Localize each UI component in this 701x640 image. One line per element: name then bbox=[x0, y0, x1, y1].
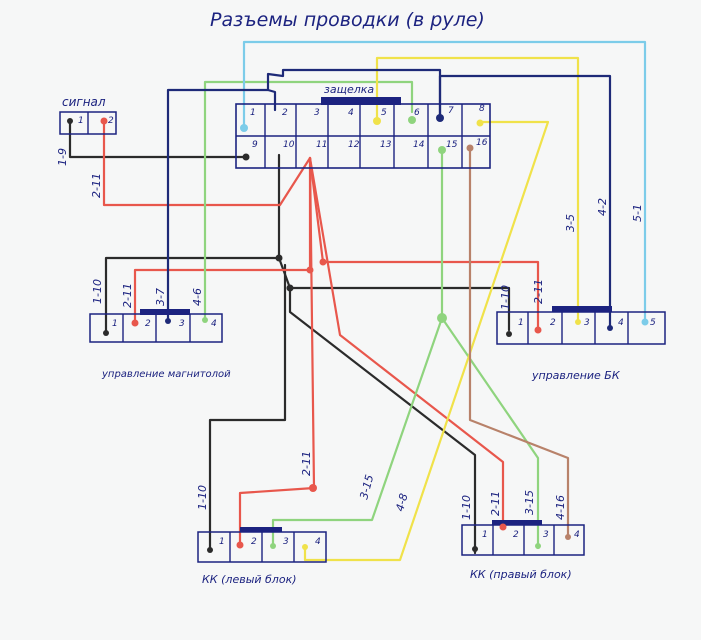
label-kkr-1-10: 1-10 bbox=[460, 495, 473, 520]
main-pin-15: 15 bbox=[446, 140, 458, 150]
wire-black-pin10-to-kkl1 bbox=[208, 263, 287, 552]
kkr-pin-2: 2 bbox=[513, 530, 519, 540]
main-pin-5: 5 bbox=[381, 108, 387, 118]
wire-green-pin6-to-mag4 bbox=[203, 80, 414, 320]
label-sig-2-11: 2-11 bbox=[90, 173, 103, 198]
radio-control-connector: 1 2 3 4 управление магнитолой bbox=[89, 309, 231, 380]
label-bk-3-5: 3-5 bbox=[564, 214, 577, 232]
kkl-pin-2: 2 bbox=[251, 537, 257, 547]
wire-red-signal-to-pin11 bbox=[102, 118, 312, 207]
label-bk-5-1: 5-1 bbox=[631, 204, 644, 222]
main-pin-10: 10 bbox=[283, 140, 295, 150]
kkr-label: КК (правый блок) bbox=[470, 568, 572, 581]
bk-latch-bar bbox=[552, 306, 612, 312]
junction-dots bbox=[275, 254, 447, 492]
mag-pin-1: 1 bbox=[112, 319, 118, 329]
mag-label: управление магнитолой bbox=[101, 369, 231, 380]
main-pin-13: 13 bbox=[380, 140, 392, 150]
kk-left-connector: 1 2 3 4 КК (левый блок) bbox=[197, 527, 327, 586]
label-kkl-4-8: 4-8 bbox=[393, 492, 410, 513]
wire-navy-pin7-to-bk4 bbox=[438, 74, 612, 328]
bk-label: управление БК bbox=[531, 369, 621, 382]
main-pin-14: 14 bbox=[413, 140, 425, 150]
kkr-pin-4: 4 bbox=[574, 530, 580, 540]
wire-black-pin10-to-kkr1 bbox=[288, 286, 477, 555]
signal-pin-1: 1 bbox=[78, 116, 84, 126]
label-kkl-1-10: 1-10 bbox=[196, 485, 209, 510]
bk-pin-1: 1 bbox=[518, 318, 524, 328]
kkr-connector-body bbox=[461, 524, 585, 556]
label-bk-1-10: 1-10 bbox=[499, 285, 512, 310]
diagram-title: Разъемы проводки (в руле) bbox=[210, 9, 485, 31]
mag-pin-3: 3 bbox=[179, 319, 185, 329]
main-pin-11: 11 bbox=[316, 140, 327, 150]
label-kkl-2-11: 2-11 bbox=[300, 451, 313, 476]
main-latch-label: защелка bbox=[324, 83, 374, 96]
main-connector: защелка 1 2 3 4 5 6 7 8 9 10 11 12 13 14… bbox=[235, 83, 491, 169]
mag-latch-bar bbox=[140, 309, 190, 315]
label-mag-2-11: 2-11 bbox=[121, 283, 134, 308]
wire-labels: 1-9 2-11 1-10 2-11 3-7 4-6 1-10 2-11 3-5… bbox=[56, 148, 644, 520]
main-column-dividers bbox=[264, 104, 463, 168]
wire-yellow-pin8-to-kkr4 bbox=[303, 120, 550, 562]
bk-pin-5: 5 bbox=[650, 318, 656, 328]
bk-pin-4: 4 bbox=[618, 318, 624, 328]
main-pin-7: 7 bbox=[448, 106, 454, 116]
bk-control-connector: 1 2 3 4 5 управление БК bbox=[496, 306, 666, 382]
main-pin-8: 8 bbox=[479, 104, 485, 114]
wire-black-pin10-to-mag1 bbox=[104, 153, 281, 334]
main-pin-12: 12 bbox=[348, 140, 360, 150]
kkl-pin-3: 3 bbox=[283, 537, 289, 547]
label-bk-4-2: 4-2 bbox=[596, 198, 609, 216]
label-bk-2-11: 2-11 bbox=[532, 279, 545, 304]
kkl-label: КК (левый блок) bbox=[202, 573, 297, 586]
label-mag-4-6: 4-6 bbox=[191, 288, 204, 306]
wire-navy-pin7-to-mag3 bbox=[166, 68, 442, 320]
main-latch-bar bbox=[321, 97, 401, 105]
label-kkr-3-15: 3-15 bbox=[523, 490, 536, 515]
kkl-latch-bar bbox=[240, 527, 282, 532]
kkr-pin-1: 1 bbox=[482, 530, 488, 540]
main-pin-9: 9 bbox=[252, 140, 258, 150]
label-kkl-3-15: 3-15 bbox=[357, 473, 376, 500]
kkl-pin-4: 4 bbox=[315, 537, 321, 547]
wire-brown-pin16-to-kkr4 bbox=[468, 146, 570, 537]
mag-pin-4: 4 bbox=[211, 319, 217, 329]
bk-connector-body bbox=[496, 311, 666, 345]
signal-label: сигнал bbox=[62, 95, 106, 109]
kkr-latch-bar bbox=[492, 520, 542, 525]
main-pin-3: 3 bbox=[314, 108, 320, 118]
signal-connector: сигнал 1 2 bbox=[59, 95, 117, 135]
kk-right-connector: 1 2 3 4 КК (правый блок) bbox=[461, 520, 585, 581]
bk-pin-3: 3 bbox=[584, 318, 590, 328]
label-kkr-2-11: 2-11 bbox=[489, 491, 502, 516]
kkl-pin-1: 1 bbox=[219, 537, 225, 547]
wire-green-pin15-to-kkr3 bbox=[440, 316, 540, 550]
wire-blue-pin1-to-bk5 bbox=[242, 40, 647, 322]
main-pin-1: 1 bbox=[250, 108, 256, 118]
main-pin-numbers: 1 2 3 4 5 6 7 8 9 10 11 12 13 14 15 16 bbox=[250, 104, 488, 150]
kkr-pin-3: 3 bbox=[543, 530, 549, 540]
wire-red-pin11-to-kkl2 bbox=[238, 156, 316, 547]
label-sig-1-9: 1-9 bbox=[56, 148, 69, 166]
main-pin-4: 4 bbox=[348, 108, 354, 118]
label-mag-1-10: 1-10 bbox=[91, 279, 104, 304]
main-pin-dots bbox=[240, 114, 484, 161]
wire-red-pin11-to-kkr2 bbox=[308, 156, 505, 529]
signal-pin-2: 2 bbox=[108, 116, 114, 126]
wire-yellow-pin5-to-bk3 bbox=[375, 56, 580, 322]
wire-red-pin11-to-bk2 bbox=[308, 156, 540, 330]
label-mag-3-7: 3-7 bbox=[154, 288, 167, 306]
main-pin-16: 16 bbox=[476, 138, 488, 148]
main-pin-6: 6 bbox=[414, 108, 420, 118]
main-pin-2: 2 bbox=[282, 108, 288, 118]
wires bbox=[68, 40, 647, 562]
mag-pin-2: 2 bbox=[145, 319, 151, 329]
bk-pin-2: 2 bbox=[550, 318, 556, 328]
label-kkr-4-16: 4-16 bbox=[554, 495, 567, 520]
